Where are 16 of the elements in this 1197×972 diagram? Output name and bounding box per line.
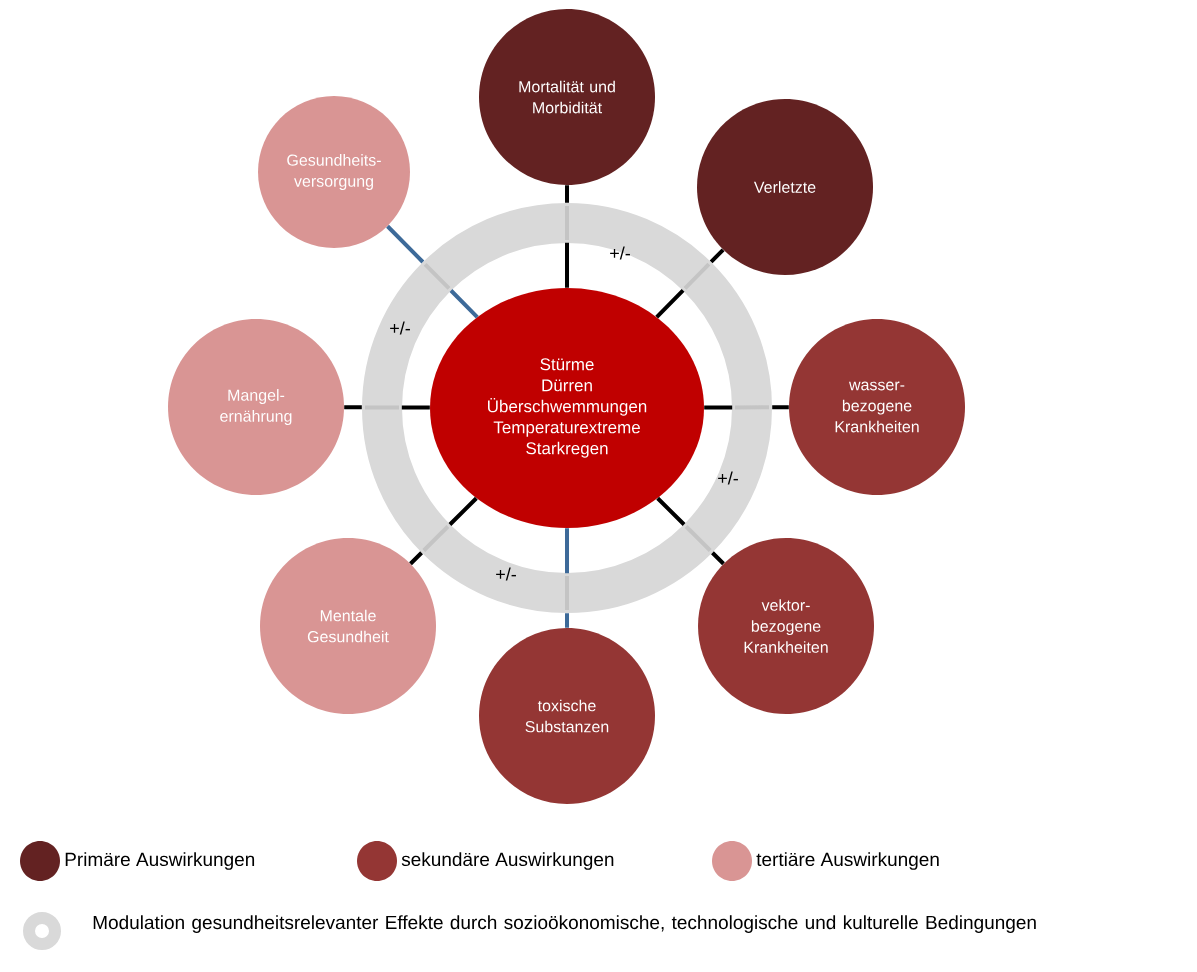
- connector-line: [655, 248, 725, 319]
- legend-text: Primäre Auswirkungen: [65, 852, 255, 870]
- connector-line: [565, 185, 569, 288]
- legend-text: sekundäre Auswirkungen: [401, 852, 614, 870]
- connector-line: [344, 405, 430, 410]
- connector-line: [565, 528, 569, 628]
- legend-text: tertiäre Auswirkungen: [756, 852, 939, 870]
- connector-line: [409, 496, 478, 566]
- connector-line: [704, 405, 789, 410]
- modulation-sign: +/-: [610, 246, 630, 260]
- legend-text: Modulation gesundheitsrelevanter Effekte durch sozioökonomische, technologische und kulturelle Bedingungen: [93, 915, 1036, 933]
- modulation-sign: +/-: [496, 567, 516, 581]
- connector-line: [656, 496, 725, 566]
- connector-line: [386, 224, 479, 319]
- modulation-sign: +/-: [718, 471, 738, 485]
- modulation-sign: +/-: [390, 321, 410, 335]
